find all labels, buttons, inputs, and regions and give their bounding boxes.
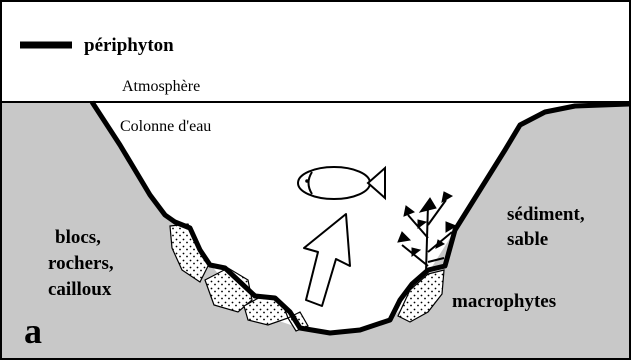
legend-label: périphyton xyxy=(84,35,174,56)
macrophytes-label: macrophytes xyxy=(452,291,556,312)
substrate-left-line-3: cailloux xyxy=(48,279,112,300)
substrate-left-line-1: blocs, xyxy=(55,227,101,248)
substrate-right-line-1: sédiment, xyxy=(507,204,585,225)
substrate-left-line-2: rochers, xyxy=(48,253,114,274)
atmosphere-label: Atmosphère xyxy=(122,78,200,95)
panel-letter: a xyxy=(24,311,42,351)
substrate-right-line-2: sable xyxy=(507,229,548,250)
water-column-label: Colonne d'eau xyxy=(120,118,211,135)
